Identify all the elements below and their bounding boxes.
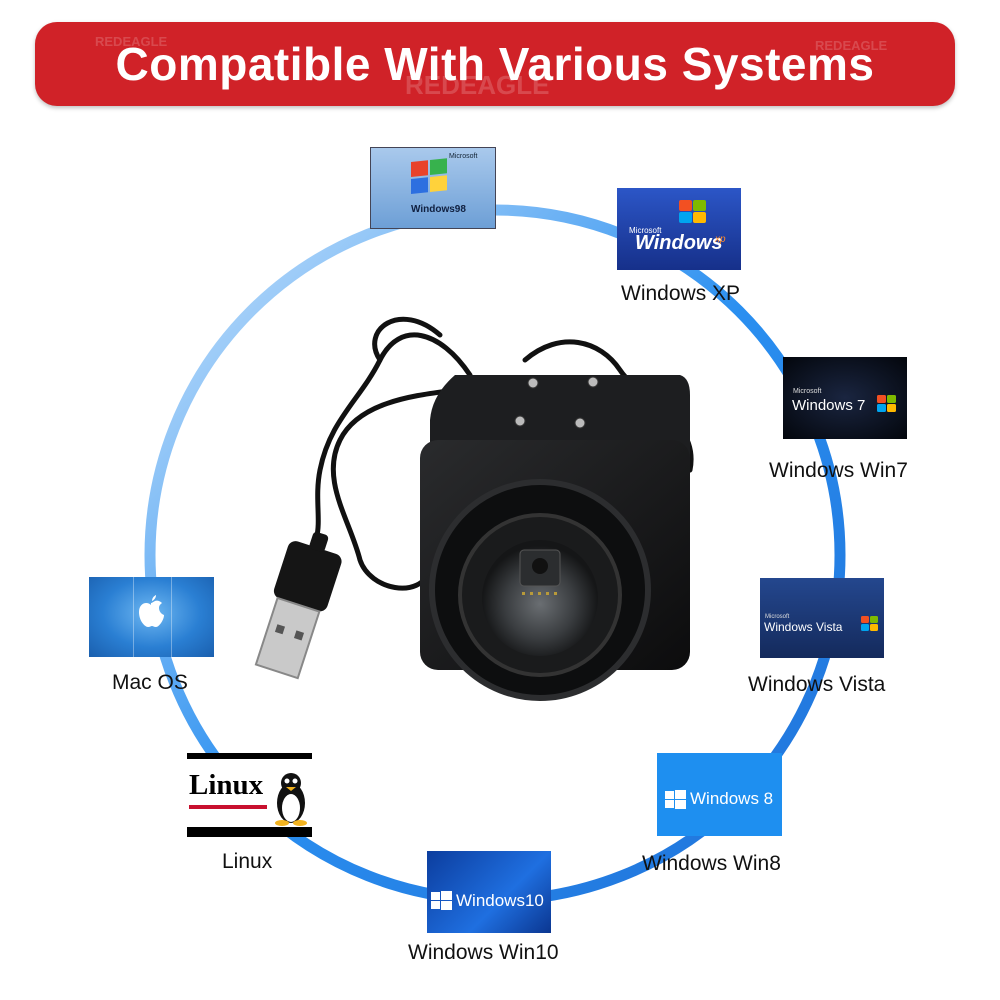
windows-vista-logo: Microsoft Windows Vista	[760, 578, 884, 658]
label-mac-os: Mac OS	[112, 671, 188, 694]
logo-text: Windows Vista	[764, 620, 843, 634]
mac-os-logo	[89, 577, 214, 657]
penguin-icon	[275, 773, 307, 826]
windows-flag-icon	[679, 200, 706, 223]
label-windows-7: Windows Win7	[769, 459, 908, 482]
logo-text: Windows 8	[690, 789, 774, 808]
watermark: REDEAGLE	[95, 34, 168, 49]
windows-tile-icon	[665, 790, 686, 809]
label-windows-10: Windows Win10	[408, 941, 559, 964]
linux-logo: Linux	[187, 753, 312, 837]
usb-plug-icon	[254, 531, 342, 680]
logo-brand: Microsoft	[765, 614, 790, 620]
logo-brand: Microsoft	[793, 388, 822, 395]
windows-7-logo: Microsoft Windows 7	[783, 357, 907, 439]
logo-brand: Microsoft	[629, 226, 662, 235]
label-windows-vista: Windows Vista	[748, 673, 886, 696]
windows-98-logo: Microsoft Windows98	[370, 147, 496, 229]
title-banner: REDEAGLE REDEAGLE REDEAGLE Compatible Wi…	[35, 22, 955, 106]
windows-8-logo: Windows 8	[657, 753, 782, 836]
label-windows-xp: Windows XP	[621, 282, 741, 305]
logo-text: Windows98	[411, 204, 466, 215]
watermark: REDEAGLE	[405, 70, 550, 100]
apple-icon	[139, 595, 164, 627]
logo-suffix: xp	[715, 234, 726, 245]
label-linux: Linux	[222, 850, 273, 873]
logo-brand: Microsoft	[449, 153, 478, 160]
windows-flag-icon	[861, 616, 878, 631]
windows-xp-logo: Microsoft Windows xp	[617, 188, 741, 270]
logo-text: Windows10	[456, 891, 544, 910]
label-windows-8: Windows Win8	[642, 852, 781, 875]
windows-10-logo: Windows10	[427, 851, 551, 933]
windows-flag-icon	[877, 395, 896, 412]
watermark: REDEAGLE	[815, 38, 888, 53]
logo-text: Windows 7	[792, 397, 866, 414]
windows-tile-icon	[431, 891, 452, 910]
logo-text: Windows	[635, 232, 723, 254]
camera-lens	[482, 540, 598, 656]
banner-title: Compatible With Various Systems	[115, 38, 875, 90]
logo-text: Linux	[189, 769, 264, 801]
camera-body	[420, 375, 690, 701]
windows-flag-icon	[411, 158, 447, 194]
